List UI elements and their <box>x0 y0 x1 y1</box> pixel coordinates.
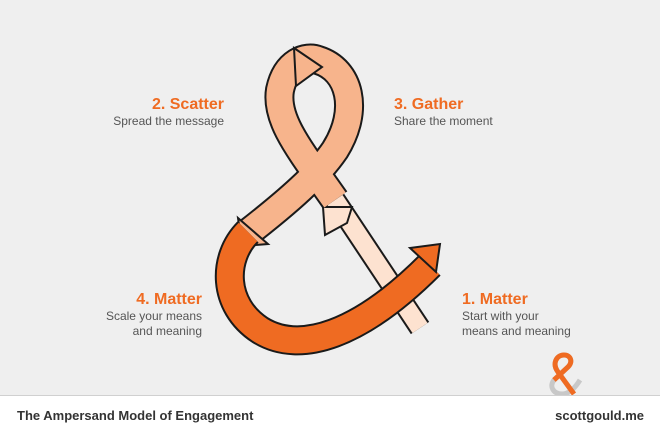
stage-title: 4. Matter <box>136 291 202 308</box>
stage-title: 3. Gather <box>394 96 464 113</box>
stage-scatter: 2. Scatter Spread the message <box>113 95 224 129</box>
light-loop <box>235 43 364 247</box>
stage-title: 1. Matter <box>462 291 528 308</box>
stage-description-line2: and meaning <box>132 324 202 338</box>
stage-description-line2: means and meaning <box>462 324 571 338</box>
footer-site-link[interactable]: scottgould.me <box>555 408 644 423</box>
stage-matter-scale: 4. Matter Scale your means and meaning <box>106 290 202 339</box>
orange-arrowhead <box>407 242 442 275</box>
stage-description-line1: Scale your means <box>105 309 202 323</box>
stage-gather: 3. Gather Share the moment <box>394 95 493 129</box>
orange-bowl <box>214 221 441 356</box>
stage-description: Share the moment <box>394 114 493 128</box>
ampersand-diagram <box>214 43 442 356</box>
footer-title: The Ampersand Model of Engagement <box>17 408 254 423</box>
ampersand-logo-icon <box>549 352 583 396</box>
stage-description: Spread the message <box>113 114 224 128</box>
pale-arrowhead <box>321 206 354 237</box>
footer: The Ampersand Model of Engagement scottg… <box>0 395 660 435</box>
stage-matter-start: 1. Matter Start with your means and mean… <box>462 290 571 339</box>
top-arrowhead <box>292 46 324 88</box>
stage-description-line1: Start with your <box>462 309 539 323</box>
stage-title: 2. Scatter <box>151 96 224 113</box>
